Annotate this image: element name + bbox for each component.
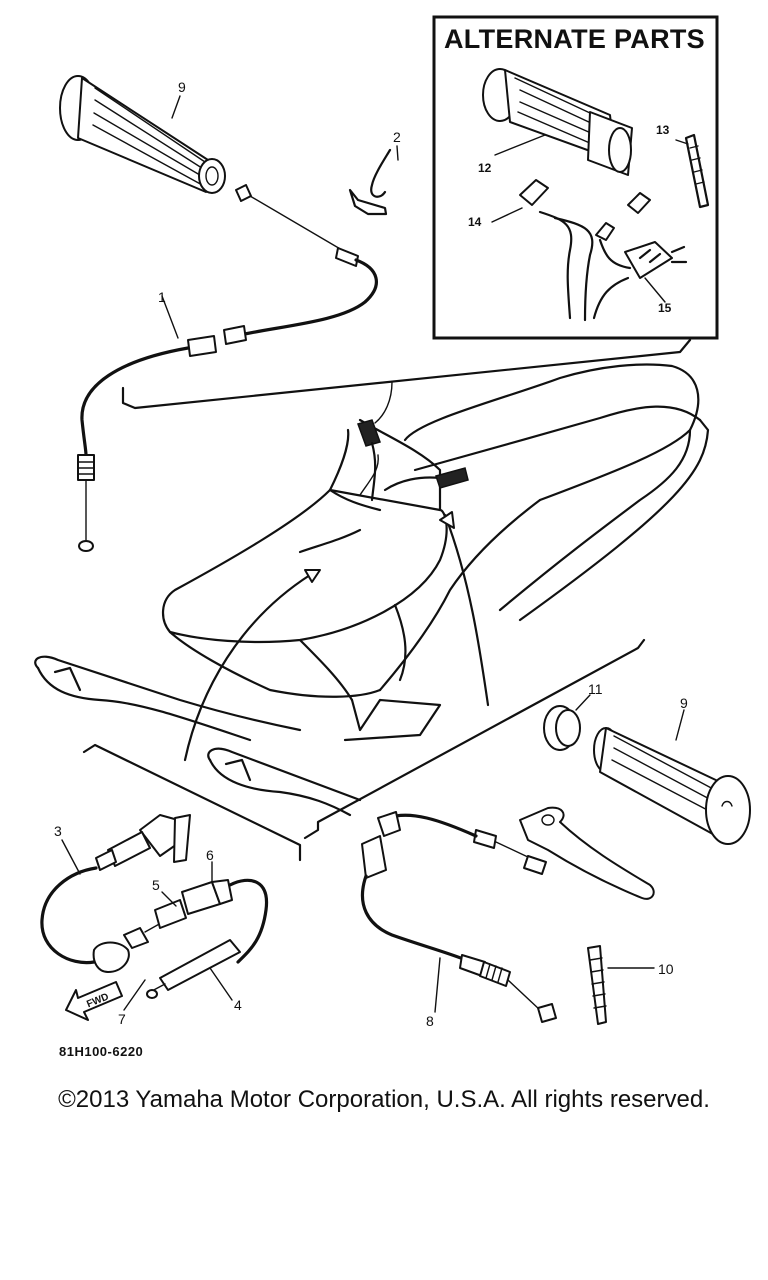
part-13-strap: [684, 133, 710, 209]
part-12-grip-with-housing: [482, 68, 633, 176]
leader-9-top: [171, 95, 181, 119]
part-3-7-kill-switch-assembly: [40, 814, 269, 999]
callout-14: 14: [468, 215, 482, 229]
leader-15: [644, 277, 666, 303]
leader-2: [396, 145, 399, 161]
brake-lever: [519, 806, 655, 900]
callout-9-right: 9: [680, 695, 688, 711]
leader-5: [161, 891, 177, 907]
leader-13: [675, 139, 689, 145]
callout-6: 6: [206, 847, 214, 863]
fwd-arrow: [65, 981, 123, 1021]
callout-8: 8: [426, 1013, 434, 1029]
callout-11: 11: [588, 681, 603, 697]
part-9-grip-right: [593, 727, 751, 845]
callout-1: 1: [158, 289, 166, 305]
callout-2: 2: [393, 129, 401, 145]
callout-4: 4: [234, 997, 242, 1013]
snowmobile-body: [34, 363, 710, 840]
callout-13: 13: [656, 123, 670, 137]
copyright-notice: ©2013 Yamaha Motor Corporation, U.S.A. A…: [58, 1086, 710, 1113]
leader-1: [161, 295, 179, 339]
diagram-code: 81H100-6220: [59, 1044, 144, 1059]
leader-4: [209, 967, 233, 1001]
lower-left-bracket: [82, 743, 302, 862]
leader-11: [575, 694, 591, 711]
part-1-throttle-cable: [77, 184, 378, 552]
leader-7: [123, 979, 146, 1011]
leader-12: [494, 134, 546, 156]
callout-15: 15: [658, 301, 672, 315]
leader-9-right: [675, 709, 685, 741]
callout-9-top: 9: [178, 79, 186, 95]
callout-7: 7: [118, 1011, 126, 1027]
part-10-strap: [587, 945, 607, 1025]
callout-5: 5: [152, 877, 160, 893]
part-9-grip-left: [59, 75, 226, 194]
leader-8: [434, 957, 441, 1013]
alternate-parts-box: [432, 15, 719, 340]
callout-10: 10: [658, 961, 674, 977]
part-14-15-harness-switch: [519, 179, 688, 322]
alternate-parts-title: ALTERNATE PARTS: [444, 24, 705, 54]
arrow-into-windshield: [374, 381, 393, 424]
callout-12: 12: [478, 161, 492, 175]
callout-3: 3: [54, 823, 62, 839]
part-8-brake-cable: [360, 811, 557, 1023]
leader-3: [61, 839, 81, 875]
part-11-ring: [543, 705, 581, 751]
part-2-clip: [348, 148, 392, 216]
parts-diagram: FWD: [34, 15, 751, 1025]
alt-bracket: [121, 338, 692, 410]
arrow-into-windshield-2: [359, 454, 379, 496]
leader-14: [491, 207, 523, 223]
